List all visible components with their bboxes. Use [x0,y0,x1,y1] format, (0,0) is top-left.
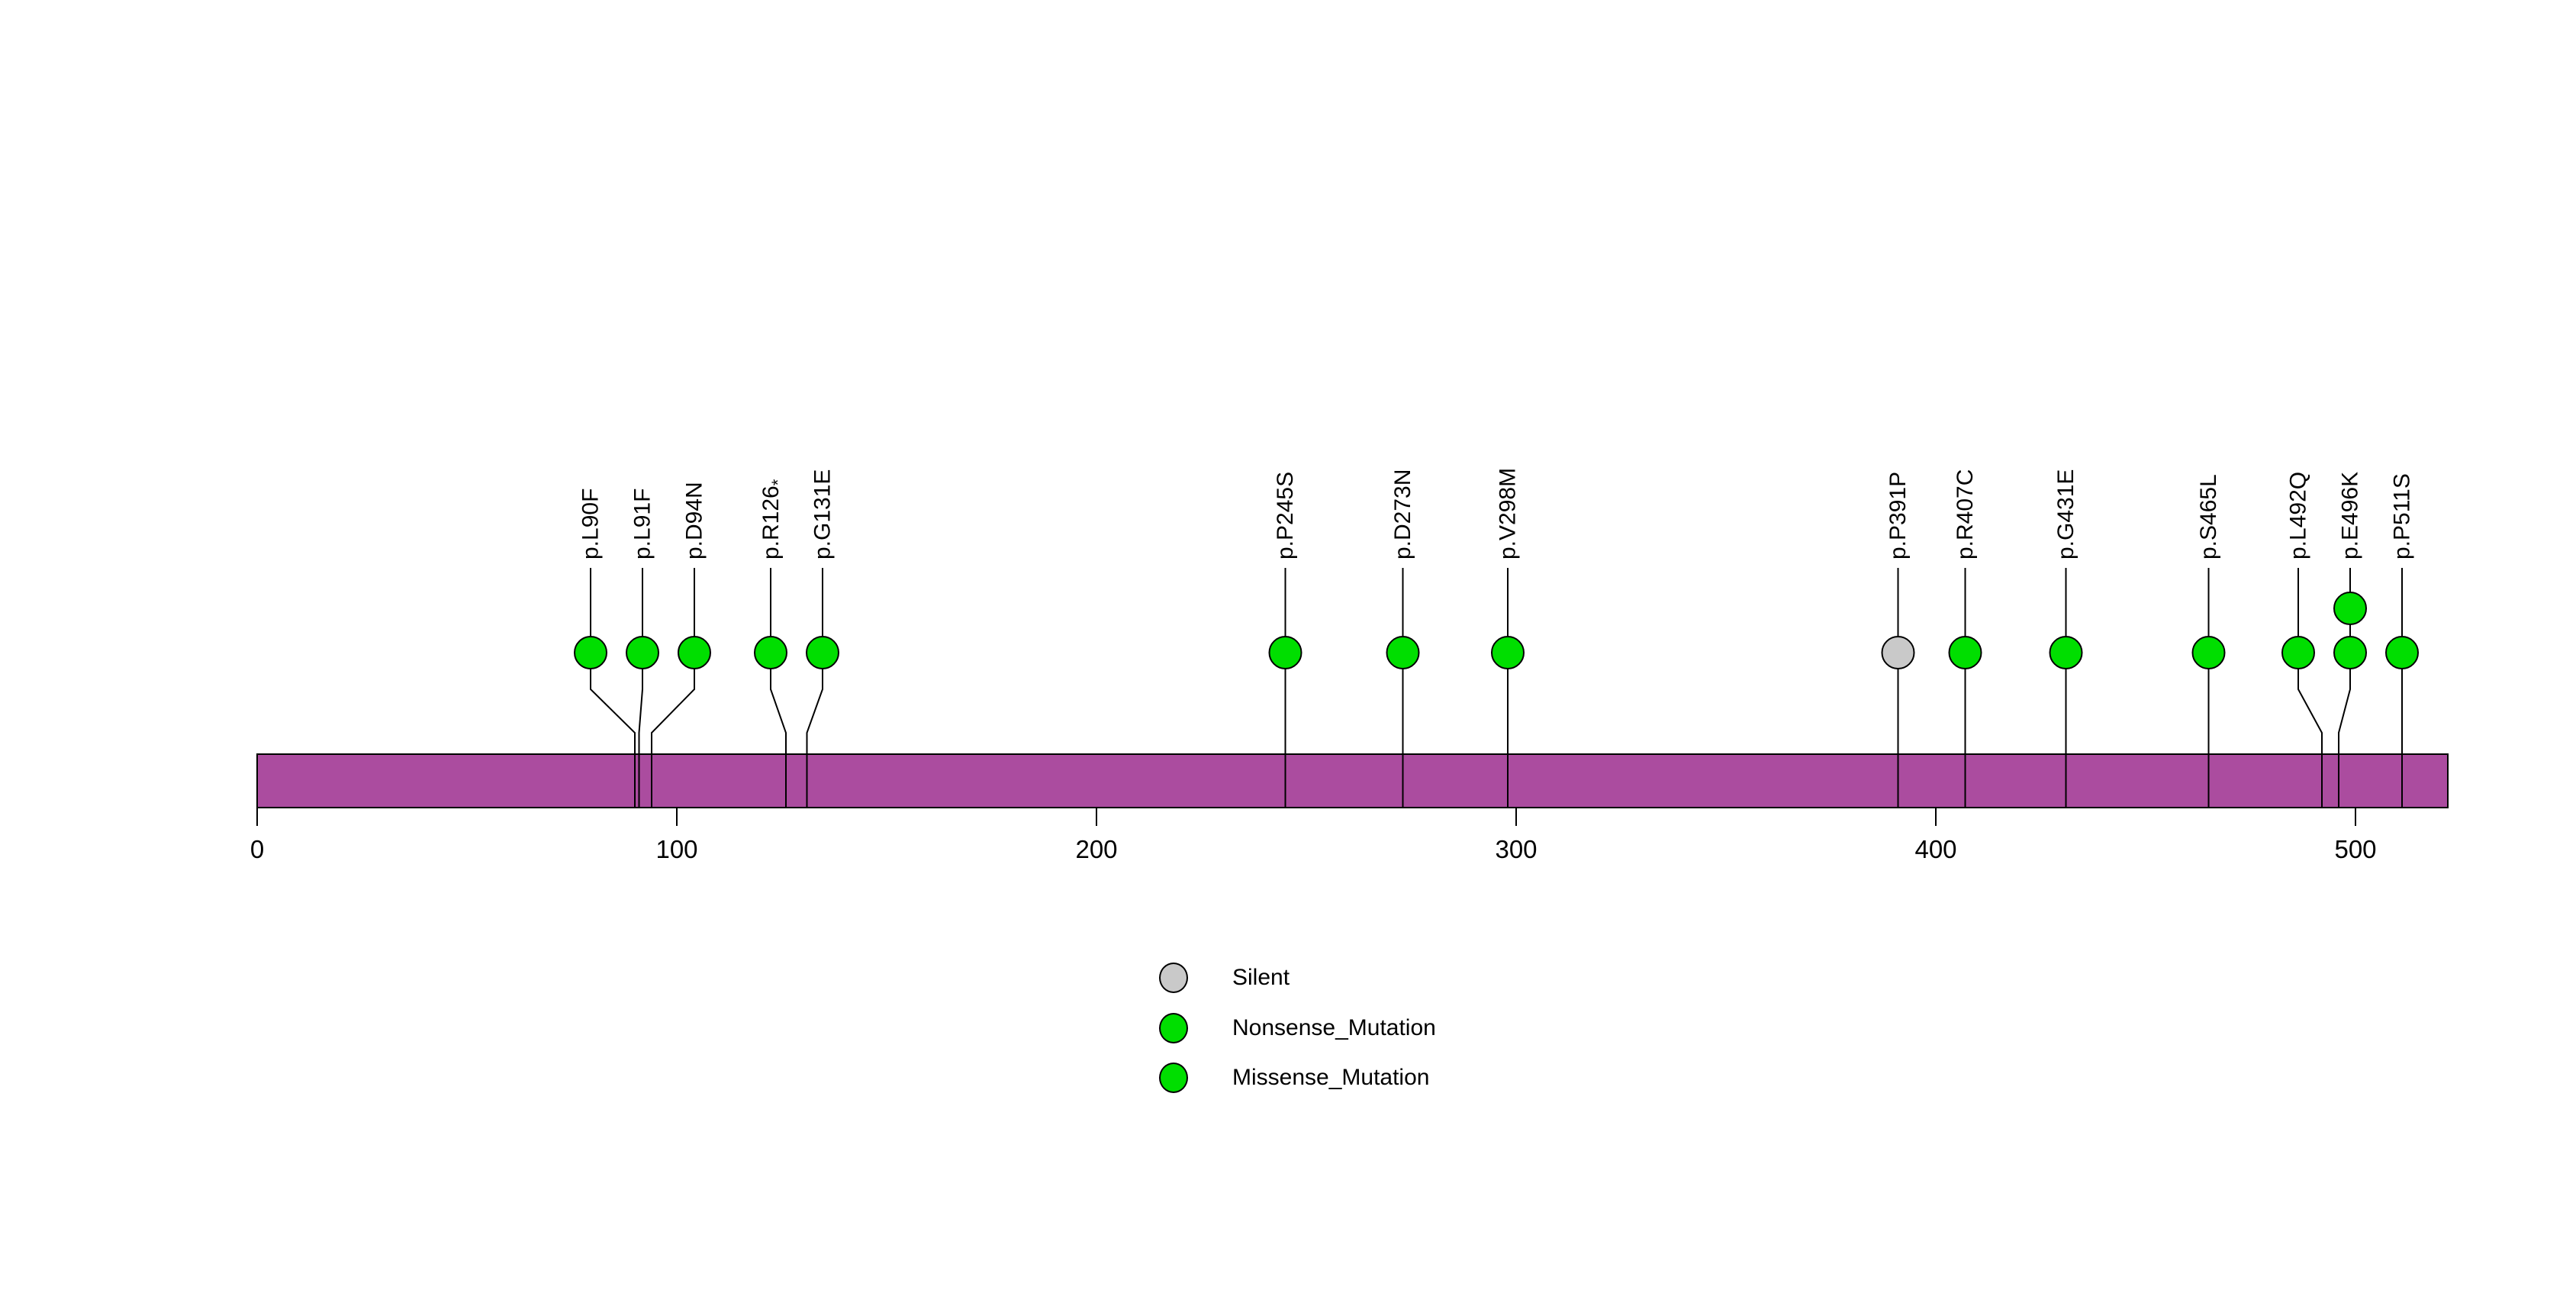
lollipop-circle [1268,636,1302,669]
lollipop-circle [2281,636,2315,669]
lollipop-circle [626,636,659,669]
axis-tick-label: 200 [1075,835,1117,863]
mutation-label: p.P391P [1885,472,1911,560]
lollipop-circle [2333,636,2367,669]
lollipop-circle [2049,636,2083,669]
mutation-label: p.R126* [758,479,787,560]
mutation-label: p.D94N [682,482,707,560]
lollipop-stem [638,568,643,808]
lollipop-circle [1491,636,1525,669]
mutation-label: p.L492Q [2286,472,2311,560]
mutation-label: p.D273N [1390,469,1415,560]
lollipop-stem [590,568,636,808]
protein-backbone [256,753,2449,808]
mutation-label: p.V298M [1496,468,1521,560]
mutation-label: p.E496K [2338,472,2363,560]
lollipop-circle [2385,636,2419,669]
lollipop-circle [2333,592,2367,625]
axis-tick-label: 500 [2334,835,2376,863]
mutation-label: p.G431E [2053,469,2079,560]
lollipop-circle [678,636,711,669]
lollipop-circle [754,636,787,669]
lollipop-stem [2297,568,2323,808]
lollipop-stem [806,568,823,808]
mutation-label: p.L91F [630,489,655,560]
lollipop-circle [574,636,607,669]
lollipop-circle [2191,636,2226,669]
lollipop-stem [2338,568,2351,808]
axis-tick-label: 400 [1914,835,1956,863]
mutation-label: p.S465L [2196,474,2221,560]
lollipop-circle [806,636,839,669]
mutation-label: p.P245S [1273,472,1298,560]
mutation-label: p.R407C [1953,469,1978,560]
lollipop-circle [1948,636,1982,669]
lollipop-stem [770,568,787,808]
axis-tick-label: 100 [655,835,697,863]
mutation-label: p.P511S [2390,473,2415,560]
lollipop-stem [651,568,695,808]
lollipop-circle [1881,636,1915,669]
mutation-label: p.G131E [810,469,836,560]
axis-tick-label: 300 [1495,835,1537,863]
axis-tick-label: 0 [250,835,264,863]
lollipop-circle [1386,636,1420,669]
mutation-label: p.L90F [578,489,604,560]
